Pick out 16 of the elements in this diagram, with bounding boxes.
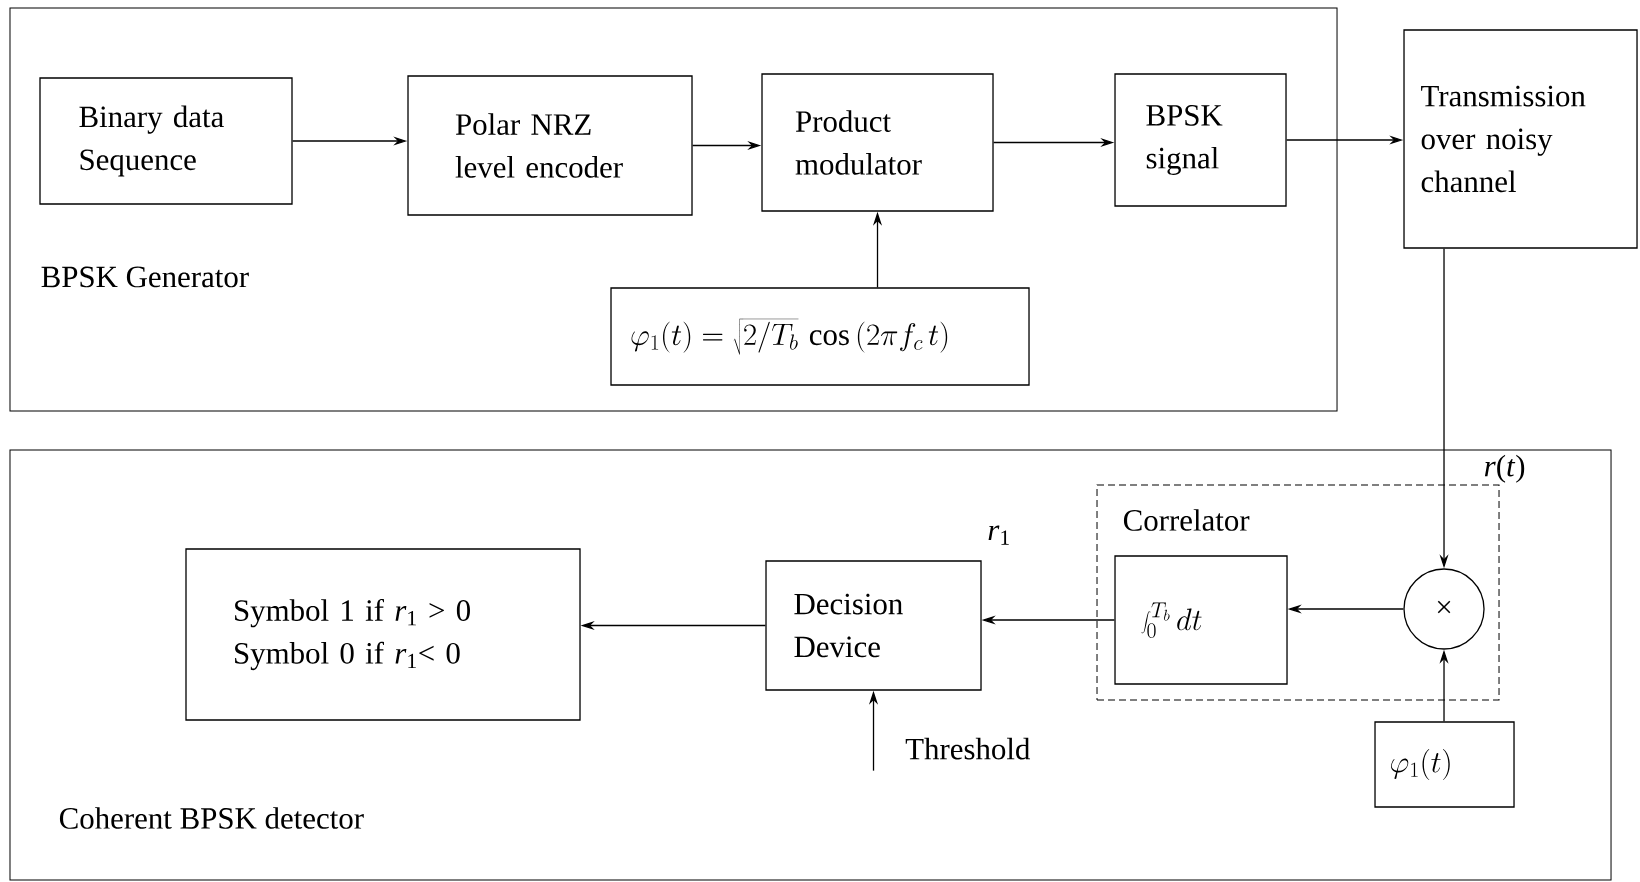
process-box: Transmission over noisy channel [1403,29,1638,249]
edge-label: Threshold [905,737,1030,760]
group-title: Coherent BPSK detector [59,807,364,829]
group-title: Correlator [1123,509,1250,531]
process-box: Product modulator [761,73,994,212]
group-title: BPSK Generator [41,266,249,288]
process-box: Binary data Sequence [39,77,293,205]
process-box: Symbol 1 if r$_{1}$ > 0 Symbol 0 if r$_{1}$< 0 [185,548,581,721]
formula-box: $\varphi_1(t) = \sqrt{2/T_b}\,\cos\,(2\pi f_c\, t)$ [610,287,1030,386]
process-box: Polar NRZ level encoder [407,75,693,216]
formula-box: $\varphi_1(t)$ [1374,721,1515,808]
process-box: BPSK signal [1114,73,1287,207]
edge-label: r(t) [1484,454,1525,483]
edge-label: r$_{1}$ [988,525,1009,545]
process-box: Decision Device [765,560,982,691]
formula-box: $\int_{0}^{T_b} dt$ [1114,555,1288,685]
